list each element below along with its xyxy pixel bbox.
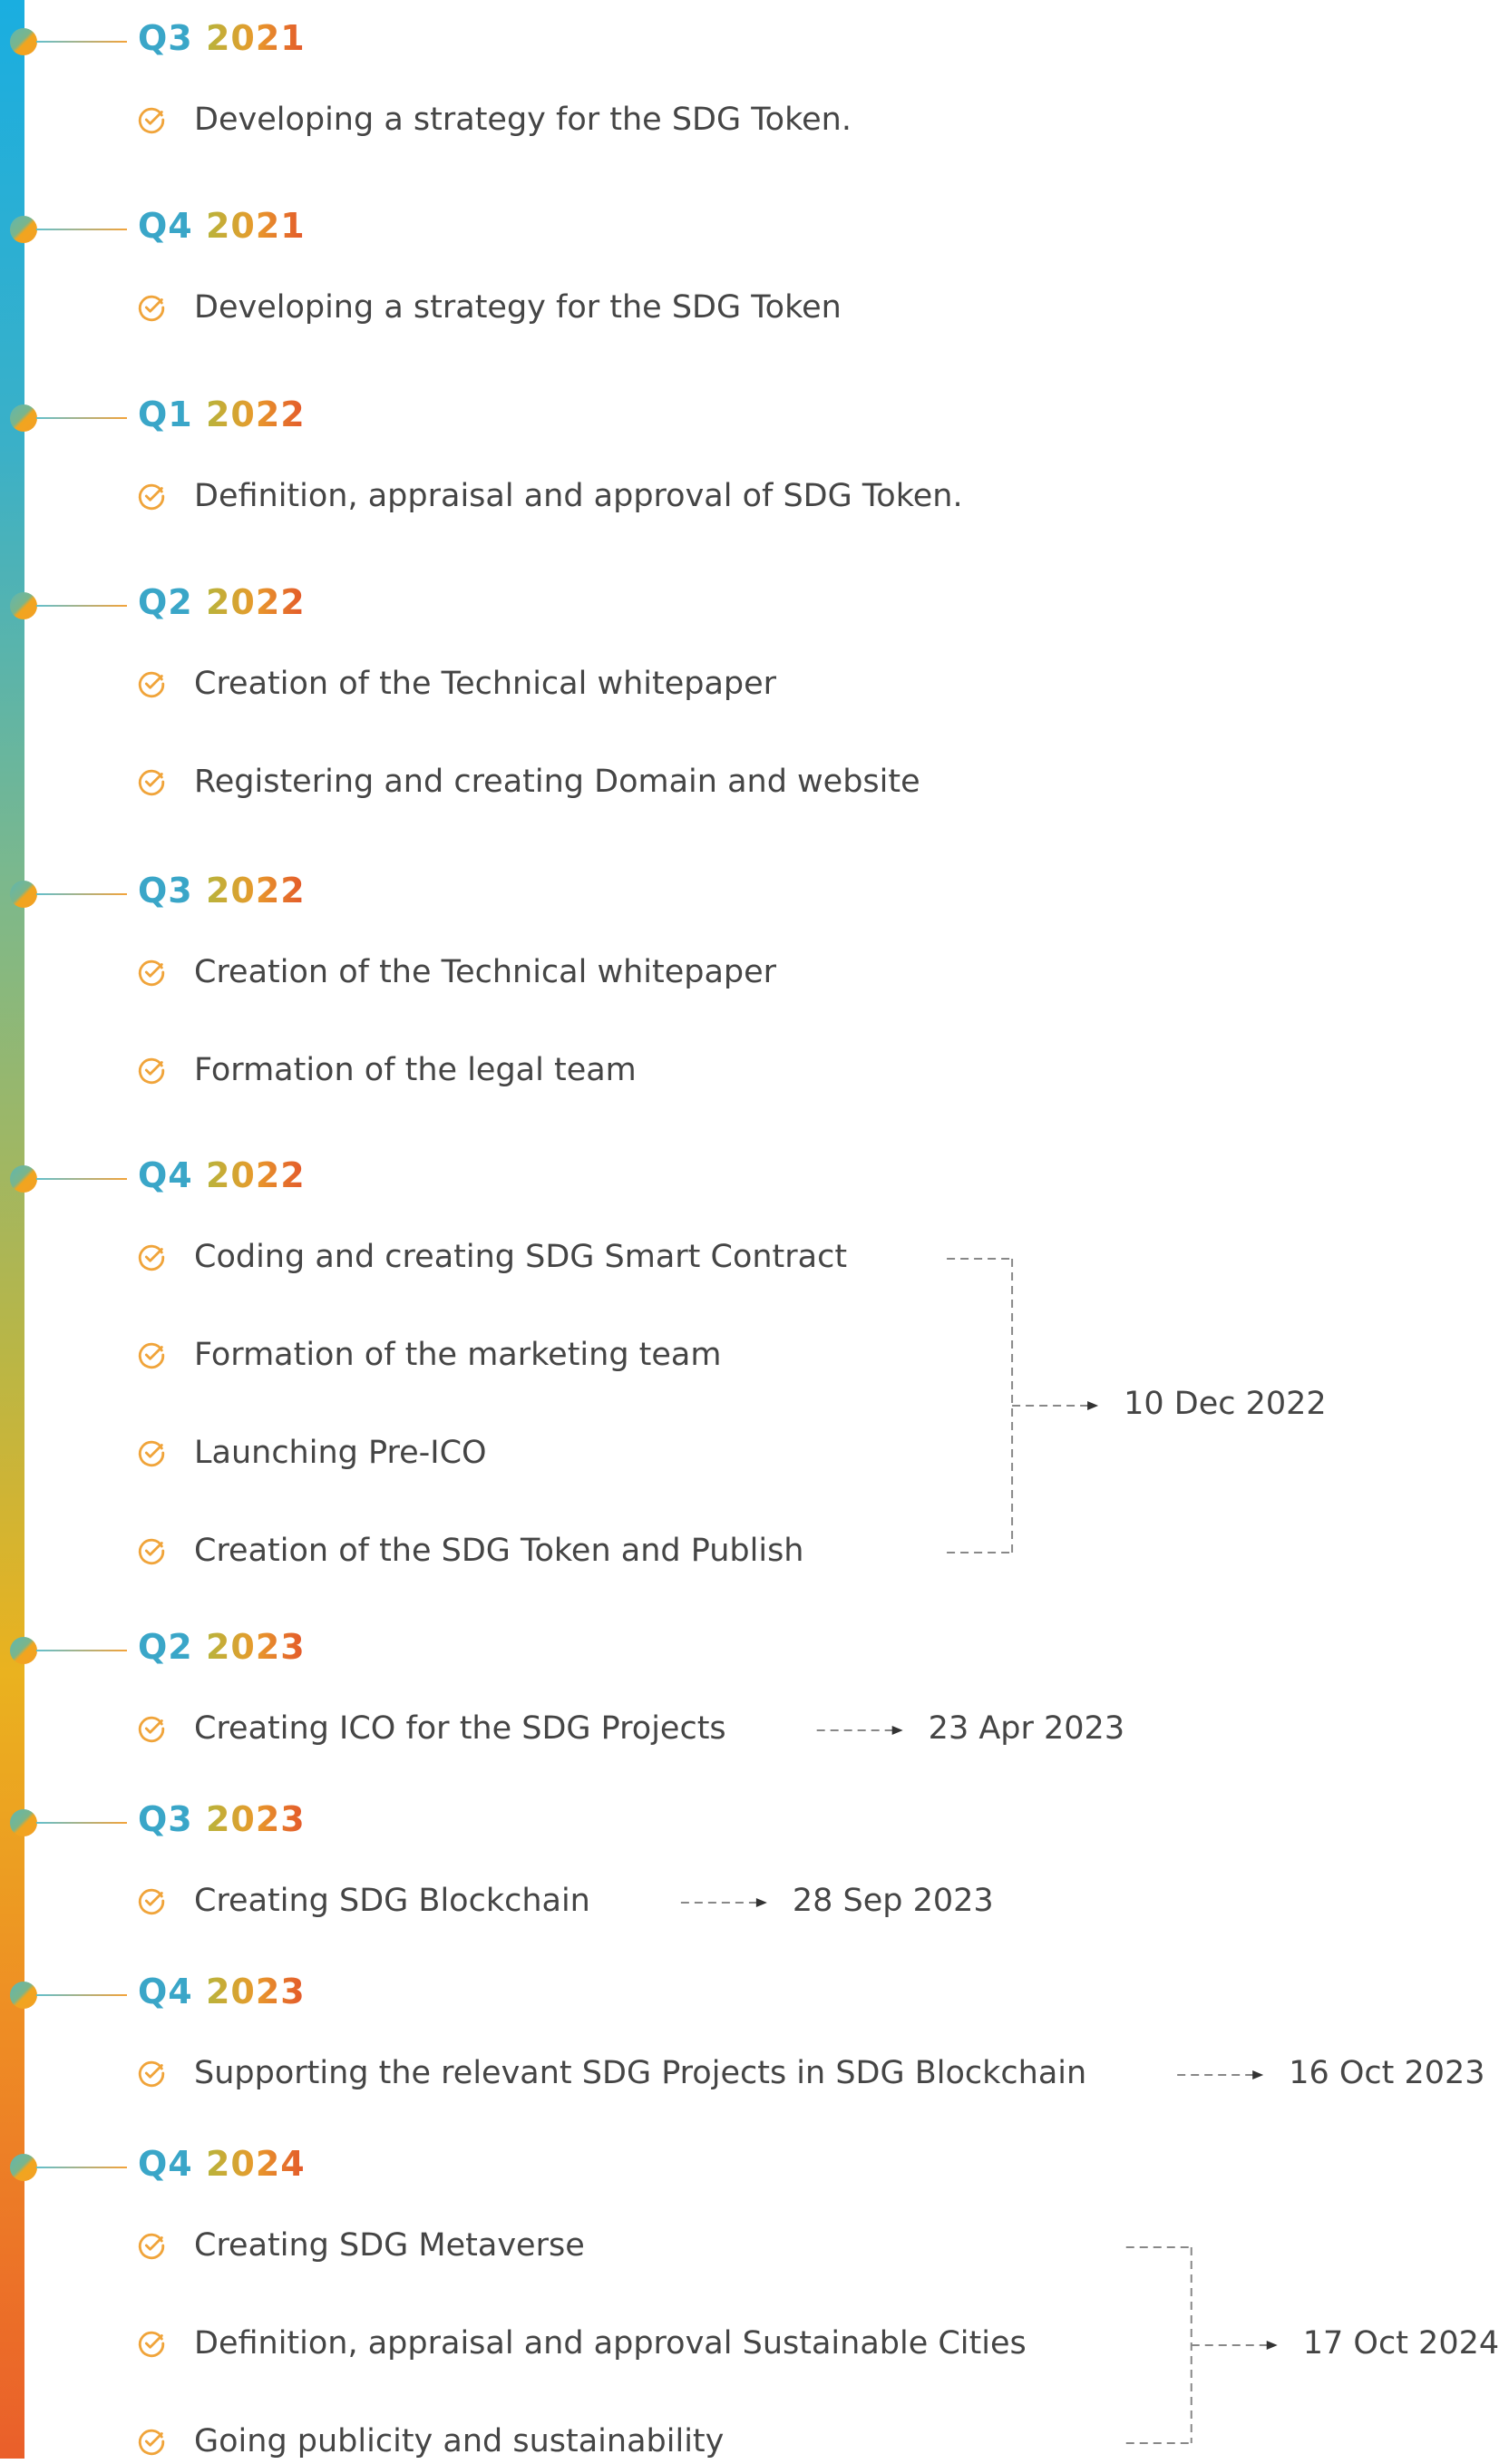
phase-year: 2022 [205,871,306,911]
phase-connector [36,1994,127,1996]
phase-year: 2024 [205,2144,306,2184]
phase-title: Q3 2022 [138,871,306,911]
task-label: Creation of the SDG Token and Publish [194,1533,804,1569]
timeline-node-icon [10,1809,37,1836]
phase-connector [36,893,127,895]
task-label: Formation of the legal team [194,1052,637,1088]
check-circle-icon [138,671,165,698]
task-label: Definition, appraisal and approval Susta… [194,2325,1027,2362]
task-label: Registering and creating Domain and webs… [194,764,920,800]
check-circle-icon [138,2429,165,2456]
timeline-node-icon [10,592,37,619]
task-label: Developing a strategy for the SDG Token [194,289,842,326]
phase-year: 2023 [205,1799,306,1839]
check-circle-icon [138,769,165,796]
check-circle-icon [138,1057,165,1085]
timeline-node-icon [10,404,37,432]
task-label: Formation of the marketing team [194,1337,722,1373]
phase-quarter: Q4 [138,1155,193,1195]
phase-header: Q4 2021 [0,199,544,246]
check-circle-icon [138,1716,165,1743]
timeline-node-icon [10,1982,37,2009]
phase-title: Q2 2023 [138,1627,306,1667]
phase-title: Q3 2023 [138,1799,306,1839]
phase-year: 2021 [205,18,306,58]
phase-year: 2023 [205,1627,306,1667]
check-circle-icon [138,295,165,322]
timeline-node-icon [10,2154,37,2181]
phase-quarter: Q3 [138,18,193,58]
phase-header: Q3 2022 [0,863,544,911]
phase-header: Q1 2022 [0,387,544,434]
phase-quarter: Q4 [138,2144,193,2184]
phase-title: Q4 2024 [138,2144,306,2184]
check-circle-icon [138,2233,165,2260]
check-circle-icon [138,2331,165,2358]
phase-year: 2022 [205,394,306,434]
phase-connector [36,2167,127,2168]
phase-title: Q4 2021 [138,206,306,246]
timeline-node-icon [10,1165,37,1193]
timeline-rail [0,0,24,2459]
check-circle-icon [138,107,165,134]
phase-quarter: Q4 [138,206,193,246]
phase-quarter: Q4 [138,1972,193,2011]
timeline-node-icon [10,216,37,243]
task-label: Definition, appraisal and approval of SD… [194,478,963,514]
phase-header: Q3 2023 [0,1792,544,1839]
phase-title: Q4 2022 [138,1155,306,1195]
task-label: Creating SDG Metaverse [194,2227,585,2264]
phase-header: Q3 2021 [0,11,544,58]
phase-quarter: Q3 [138,871,193,911]
task-label: Going publicity and sustainability [194,2423,725,2459]
timeline-node-icon [10,881,37,908]
phase-year: 2022 [205,1155,306,1195]
check-circle-icon [138,1440,165,1467]
check-circle-icon [138,2060,165,2088]
task-label: Coding and creating SDG Smart Contract [194,1239,848,1275]
task-label: Creation of the Technical whitepaper [194,666,777,702]
phase-connector [36,417,127,419]
phase-year: 2021 [205,206,306,246]
timeline-node-icon [10,1637,37,1664]
task-label: Creating SDG Blockchain [194,1883,590,1919]
task-label: Launching Pre-ICO [194,1435,487,1471]
check-circle-icon [138,1538,165,1565]
phase-title: Q2 2022 [138,582,306,622]
phase-title: Q1 2022 [138,394,306,434]
task-label: Creation of the Technical whitepaper [194,954,777,990]
phase-year: 2022 [205,582,306,622]
phase-header: Q4 2024 [0,2137,544,2184]
phase-connector [36,1822,127,1824]
task-label: Creating ICO for the SDG Projects [194,1710,726,1747]
task-label: Developing a strategy for the SDG Token. [194,102,852,138]
phase-connector [36,41,127,43]
phase-quarter: Q2 [138,1627,193,1667]
phase-quarter: Q2 [138,582,193,622]
phase-year: 2023 [205,1972,306,2011]
task-label: Supporting the relevant SDG Projects in … [194,2055,1087,2091]
phase-quarter: Q1 [138,394,193,434]
phase-connector [36,1650,127,1651]
check-circle-icon [138,483,165,511]
phase-title: Q3 2021 [138,18,306,58]
phase-connector [36,1178,127,1180]
phase-header: Q4 2023 [0,1964,544,2011]
phase-header: Q2 2022 [0,575,544,622]
phase-quarter: Q3 [138,1799,193,1839]
phase-connector [36,605,127,607]
timeline-node-icon [10,28,37,55]
check-circle-icon [138,1244,165,1271]
phase-header: Q4 2022 [0,1148,544,1195]
phase-connector [36,229,127,230]
phase-header: Q2 2023 [0,1620,544,1667]
check-circle-icon [138,959,165,987]
check-circle-icon [138,1342,165,1369]
check-circle-icon [138,1888,165,1915]
phase-title: Q4 2023 [138,1972,306,2011]
